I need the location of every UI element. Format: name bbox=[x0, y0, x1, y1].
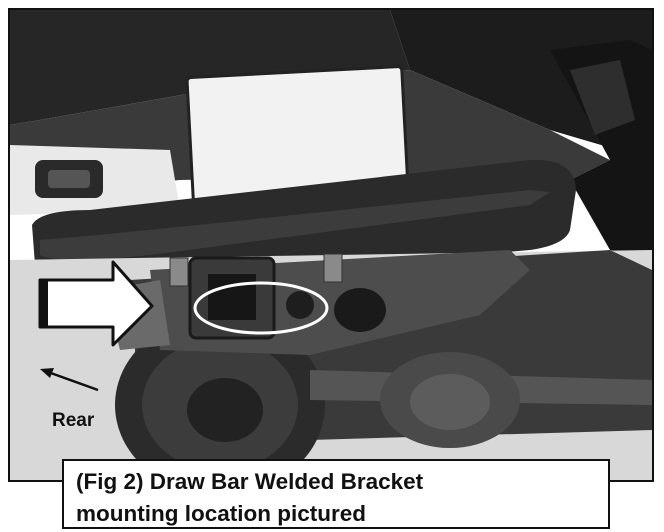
arrow-right-icon bbox=[38, 260, 154, 347]
arrow-up-left-icon bbox=[47, 370, 99, 392]
rear-label: Rear bbox=[52, 410, 95, 431]
truck-rear-photo bbox=[10, 10, 652, 480]
figure-frame: Rear bbox=[8, 8, 654, 482]
caption-line-1: (Fig 2) Draw Bar Welded Bracket bbox=[76, 469, 424, 494]
bracket-highlight-ellipse bbox=[193, 281, 329, 335]
caption-line-2: mounting location pictured bbox=[76, 501, 366, 526]
figure-caption: (Fig 2) Draw Bar Welded Bracket mounting… bbox=[62, 459, 610, 529]
